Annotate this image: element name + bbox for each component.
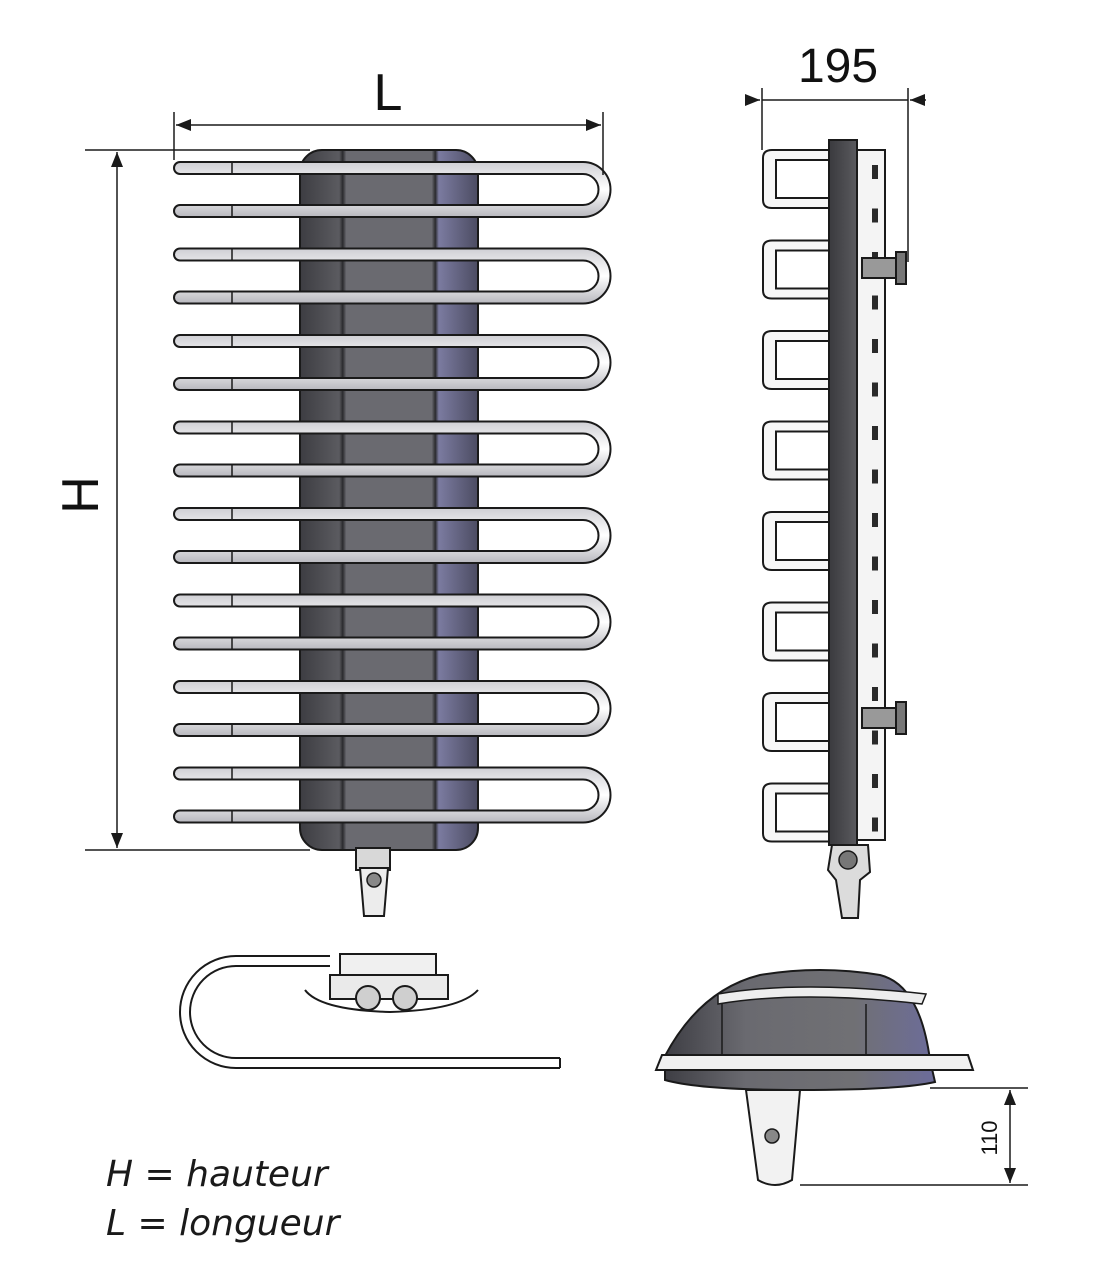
towel-bar — [173, 334, 612, 391]
side-bars — [762, 149, 830, 843]
dimension-depth: 195 — [745, 40, 926, 262]
length-label: L — [374, 64, 403, 122]
dimension-offset: 110 — [800, 1087, 1028, 1186]
side-bar-loop — [762, 420, 830, 481]
side-bar-loop — [762, 149, 830, 209]
towel-bars — [173, 161, 612, 824]
side-bar-loop — [762, 692, 830, 752]
towel-bar — [173, 507, 612, 564]
towel-bar — [173, 420, 612, 478]
towel-bar — [173, 766, 612, 824]
side-bar-loop — [762, 511, 830, 571]
legend-height: H = hauteur — [106, 1154, 328, 1195]
side-bar-loop — [762, 239, 830, 300]
side-valve — [826, 844, 872, 919]
wall-bracket-top — [861, 251, 907, 285]
valve-knob-right — [392, 985, 418, 1011]
side-view — [762, 139, 907, 919]
top-view-bar — [179, 955, 560, 1069]
towel-bar — [173, 247, 612, 305]
legend-length: L = longueur — [106, 1203, 340, 1244]
dimension-height: H — [52, 149, 310, 851]
towel-bar — [173, 680, 612, 737]
front-valve — [355, 847, 391, 917]
front-view — [173, 149, 612, 917]
side-bar-loop — [762, 601, 830, 662]
side-bar-loop — [762, 330, 830, 390]
towel-bar — [173, 593, 612, 651]
side-rungs — [872, 165, 878, 832]
towel-bar — [173, 161, 612, 218]
wall-bracket-bottom — [861, 701, 907, 735]
valve-knob-left — [355, 985, 381, 1011]
top-view — [179, 953, 561, 1069]
bottom-view — [654, 969, 975, 1186]
dimension-length: L — [173, 64, 604, 175]
side-bar-loop — [762, 782, 830, 843]
depth-label: 195 — [798, 40, 878, 93]
height-label: H — [52, 476, 110, 514]
side-body — [828, 139, 858, 846]
offset-label: 110 — [977, 1120, 1002, 1155]
